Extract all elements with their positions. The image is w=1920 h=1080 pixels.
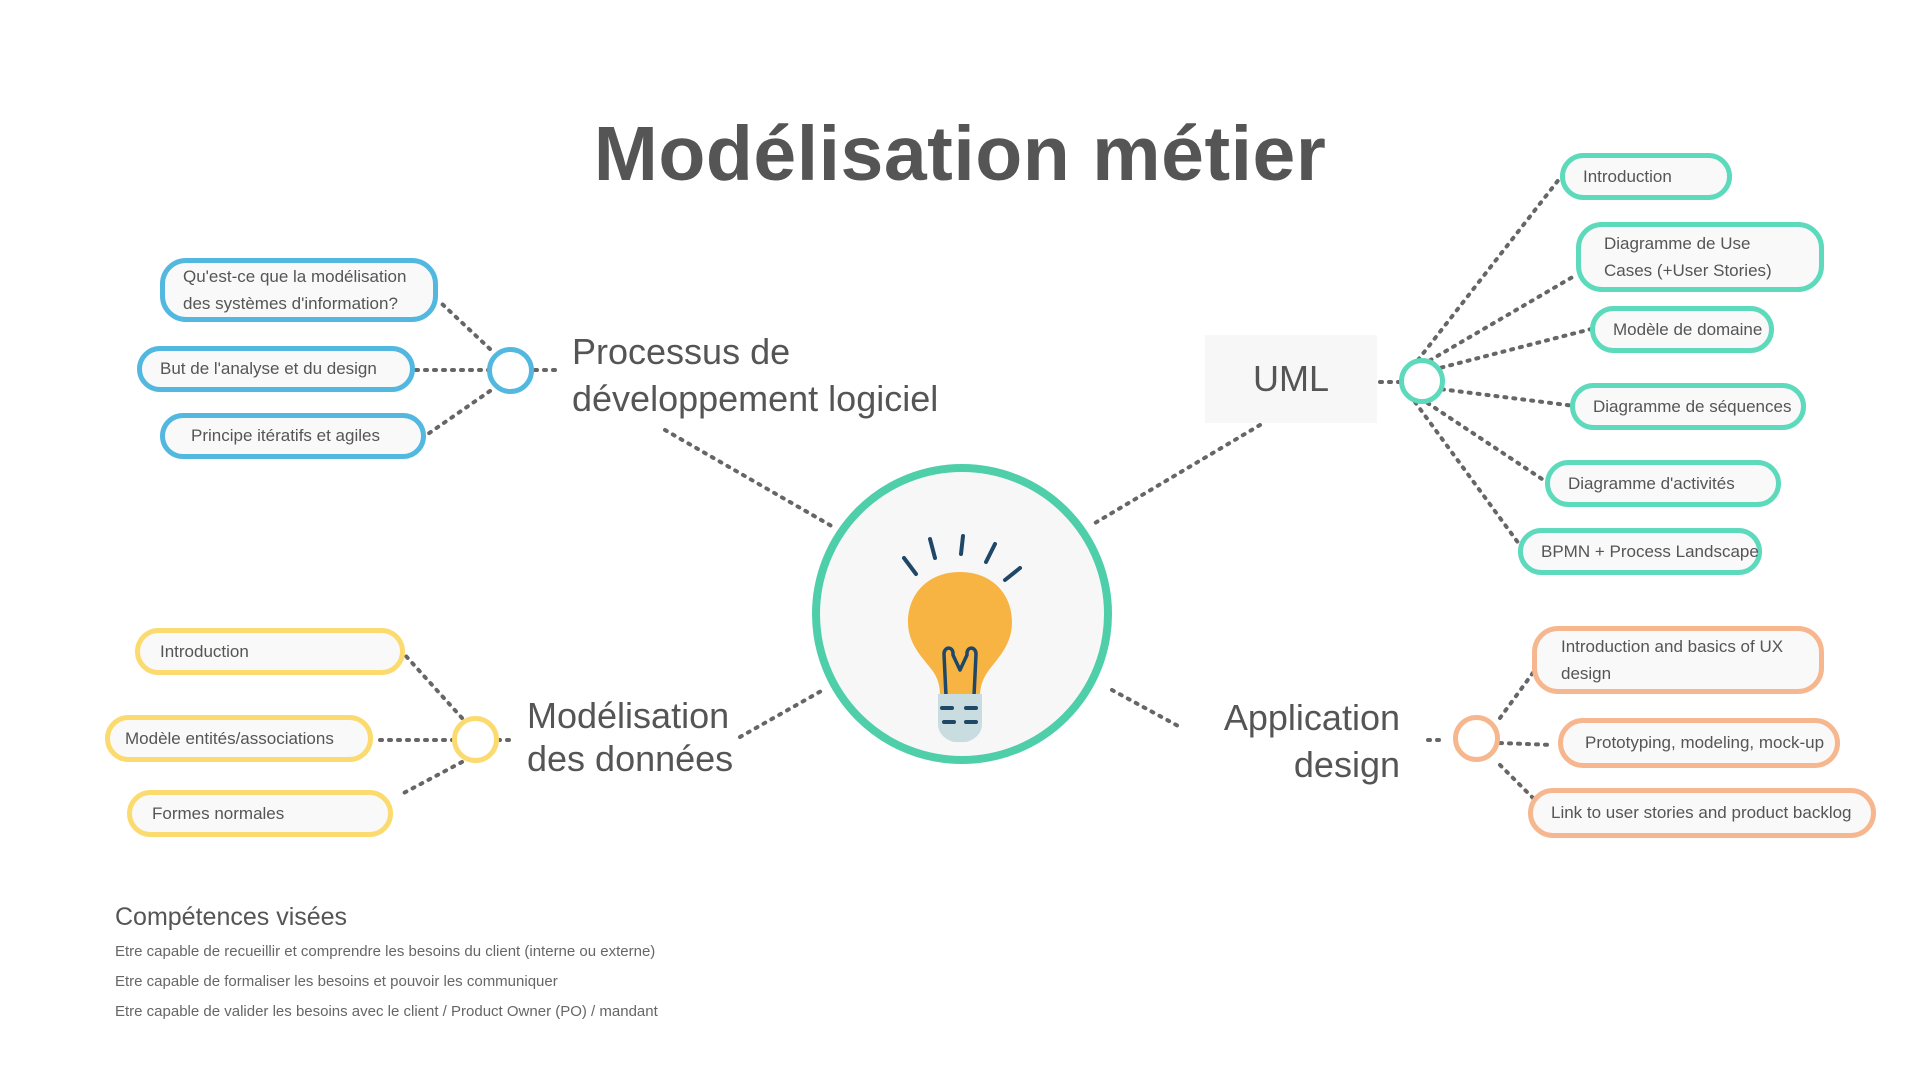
donnees-item-1[interactable]: Introduction — [135, 628, 405, 675]
processus-title-line-1: Processus de — [572, 331, 791, 372]
uml-item-6[interactable]: BPMN + Process Landscape — [1518, 528, 1762, 575]
donnees-item-2[interactable]: Modèle entités/associations — [105, 715, 373, 762]
skill-item-2: Etre capable de formaliser les besoins e… — [115, 973, 558, 990]
donnees-title-line-2: des données — [527, 738, 734, 779]
donnees-connector-node — [452, 716, 499, 763]
processus-item-3[interactable]: Principe itératifs et agiles — [160, 413, 426, 459]
skill-item-3: Etre capable de valider les besoins avec… — [115, 1003, 658, 1020]
appdesign-title-line-1: Application — [1223, 697, 1400, 738]
donnees-item-3[interactable]: Formes normales — [127, 790, 393, 837]
uml-item-2[interactable]: Diagramme de Use Cases (+User Stories) — [1576, 222, 1824, 292]
central-hub — [812, 464, 1112, 764]
processus-connector-node — [487, 347, 534, 394]
appdesign-branch-title[interactable]: Application design — [1195, 694, 1400, 788]
uml-item-4[interactable]: Diagramme de séquences — [1570, 383, 1806, 430]
uml-item-3[interactable]: Modèle de domaine — [1590, 306, 1774, 353]
uml-connector-node — [1399, 358, 1445, 404]
donnees-title-line-1: Modélisation — [527, 695, 730, 736]
appdesign-connector-node — [1453, 715, 1500, 762]
uml-item-1[interactable]: Introduction — [1560, 153, 1732, 200]
processus-item-2[interactable]: But de l'analyse et du design — [137, 346, 415, 392]
uml-item-5[interactable]: Diagramme d'activités — [1545, 460, 1781, 507]
processus-branch-title[interactable]: Processus de développement logiciel — [572, 328, 938, 422]
uml-branch-title[interactable]: UML — [1205, 335, 1377, 423]
appdesign-title-line-2: design — [1293, 744, 1400, 785]
appdesign-item-1[interactable]: Introduction and basics of UX design — [1532, 626, 1824, 694]
appdesign-item-2[interactable]: Prototyping, modeling, mock-up — [1558, 718, 1840, 768]
processus-title-line-2: développement logiciel — [572, 378, 939, 419]
skill-item-1: Etre capable de recueillir et comprendre… — [115, 943, 656, 960]
skills-title: Compétences visées — [115, 903, 348, 931]
processus-item-1[interactable]: Qu'est-ce que la modélisation des systèm… — [160, 258, 438, 322]
lightbulb-icon — [902, 534, 1022, 742]
page-title: Modélisation métier — [593, 111, 1327, 197]
appdesign-item-3[interactable]: Link to user stories and product backlog — [1528, 788, 1876, 838]
donnees-branch-title[interactable]: Modélisation des données — [527, 694, 733, 780]
